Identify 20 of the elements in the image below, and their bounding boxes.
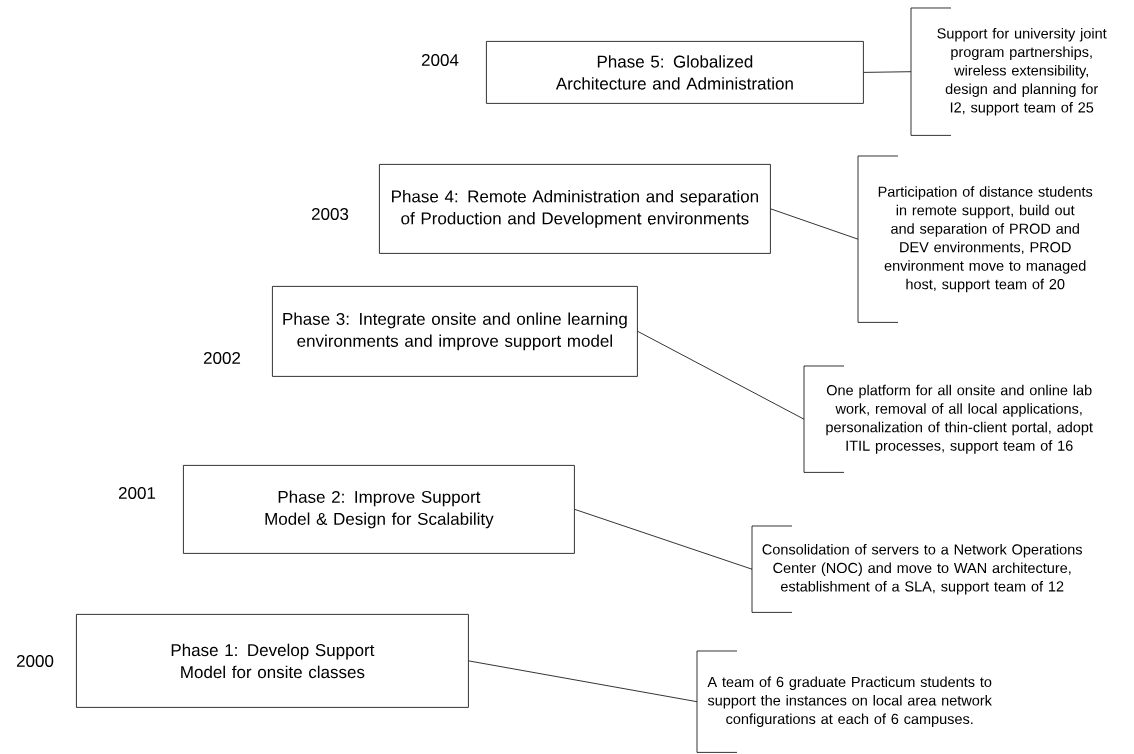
phase-box: Phase 5: Globalized Architecture and Administration	[486, 41, 864, 104]
connector-line	[863, 71, 912, 73]
year-label: 2002	[203, 352, 241, 364]
note-callout: Participation of distance students in remote support, build out and separation of PROD and DEV environments, PROD environment move to managed host, support team of 20	[857, 155, 1093, 323]
year-label: 2004	[421, 54, 459, 66]
connector-line	[574, 509, 753, 570]
phase-box: Phase 3: Integrate onsite and online learning environments and improve support model	[272, 286, 638, 377]
connector-line	[468, 660, 698, 703]
phase-box: Phase 4: Remote Administration and separation of Production and Development environments	[379, 164, 771, 254]
year-label: 2000	[16, 654, 54, 667]
year-label: 2001	[118, 487, 156, 499]
note-callout: Consolidation of servers to a Network Operations Center (NOC) and move to WAN architecture, establishment of a SLA, support team of 12	[751, 525, 1082, 613]
note-callout: A team of 6 graduate Practicum students to support the instances on local area network configurations at each of 6 campuses.	[696, 650, 992, 753]
year-label: 2003	[311, 208, 349, 220]
connector-line	[637, 331, 805, 420]
phase-box: Phase 2: Improve Support Model & Design for Scalability	[183, 465, 575, 554]
phase-box: Phase 1: Develop Support Model for onsite classes	[76, 614, 469, 708]
connector-line	[770, 208, 859, 240]
note-callout: Support for university joint program partnerships, wireless extensibility, design and planning for I2, support team of 25	[910, 7, 1107, 136]
note-callout: One platform for all onsite and online lab work, removal of all local applications, personalization of thin-client portal, adopt ITIL processes, support team of 16	[803, 365, 1093, 473]
